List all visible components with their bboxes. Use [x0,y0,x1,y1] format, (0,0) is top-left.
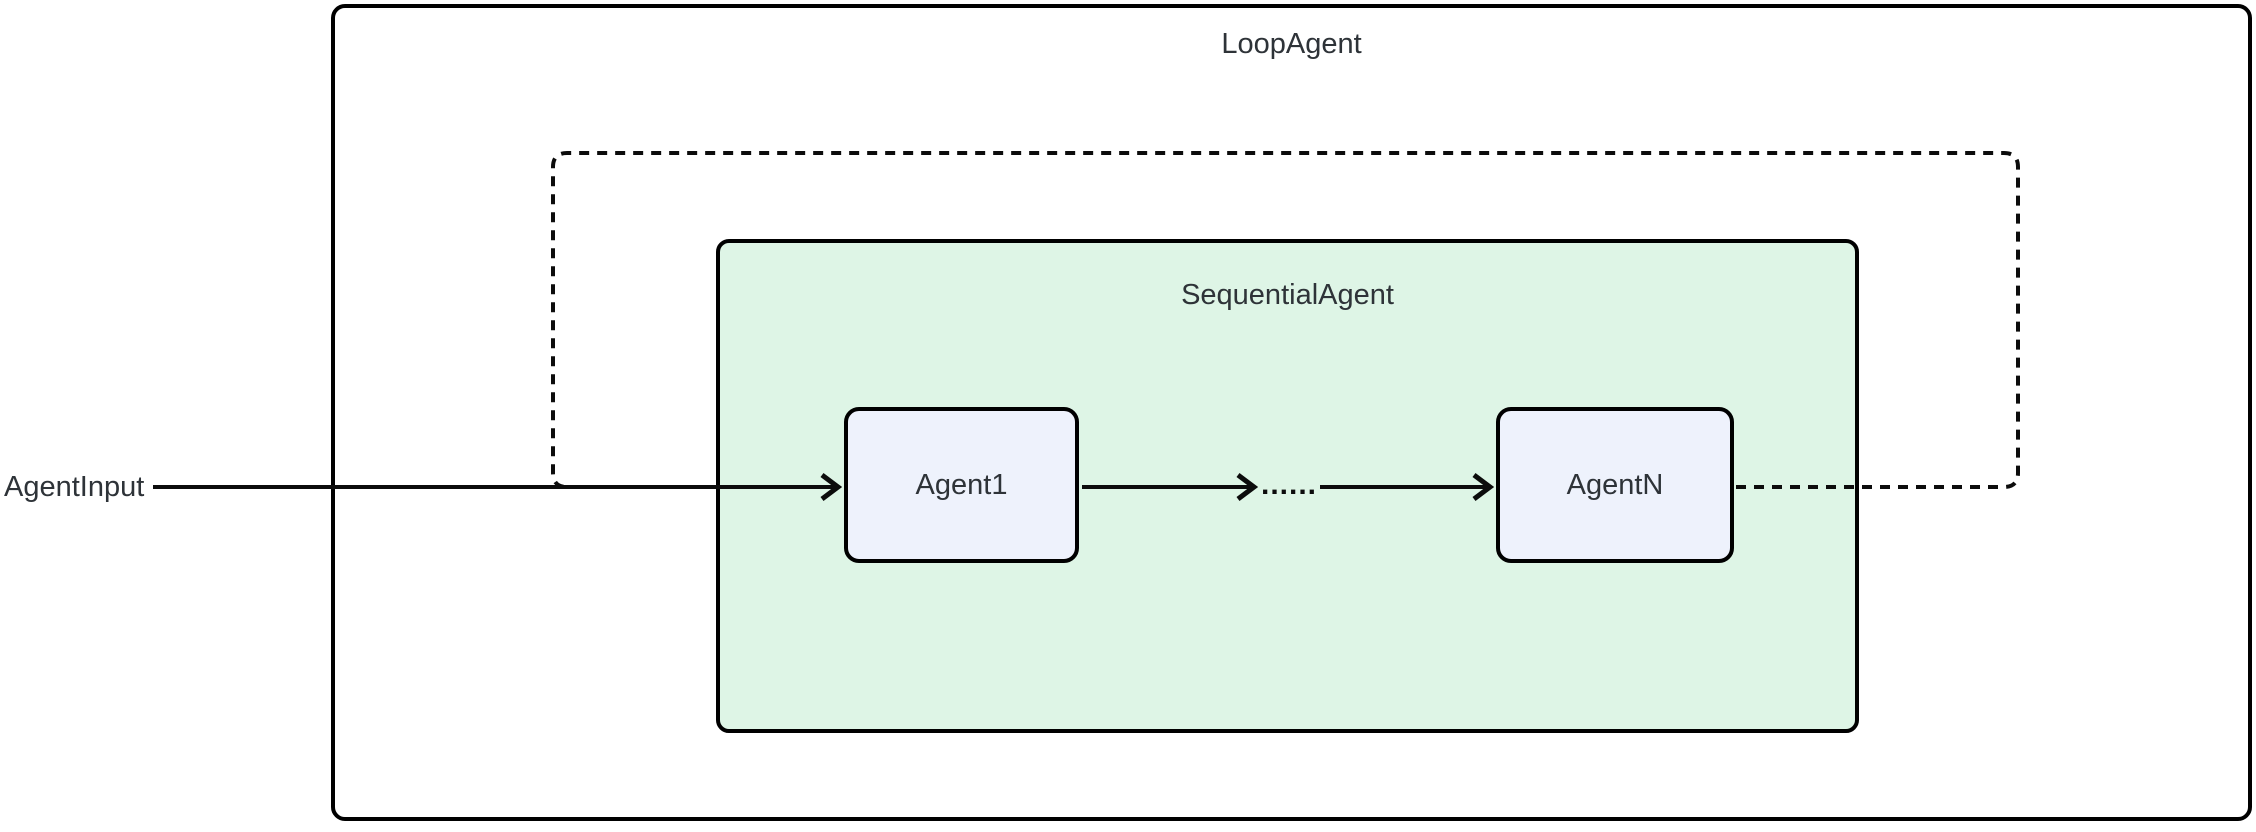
node-agentn: AgentN [1496,407,1734,563]
node-agentn-label: AgentN [1566,468,1664,501]
node-agent1: Agent1 [844,407,1079,563]
edge-dots-label: ...... [1260,468,1317,501]
sequential-agent-label: SequentialAgent [1181,279,1394,311]
loop-agent-label: LoopAgent [1221,28,1362,60]
agent-input-label: AgentInput [4,471,145,503]
loop-agent-container [331,4,2252,821]
node-agent1-label: Agent1 [915,468,1008,501]
